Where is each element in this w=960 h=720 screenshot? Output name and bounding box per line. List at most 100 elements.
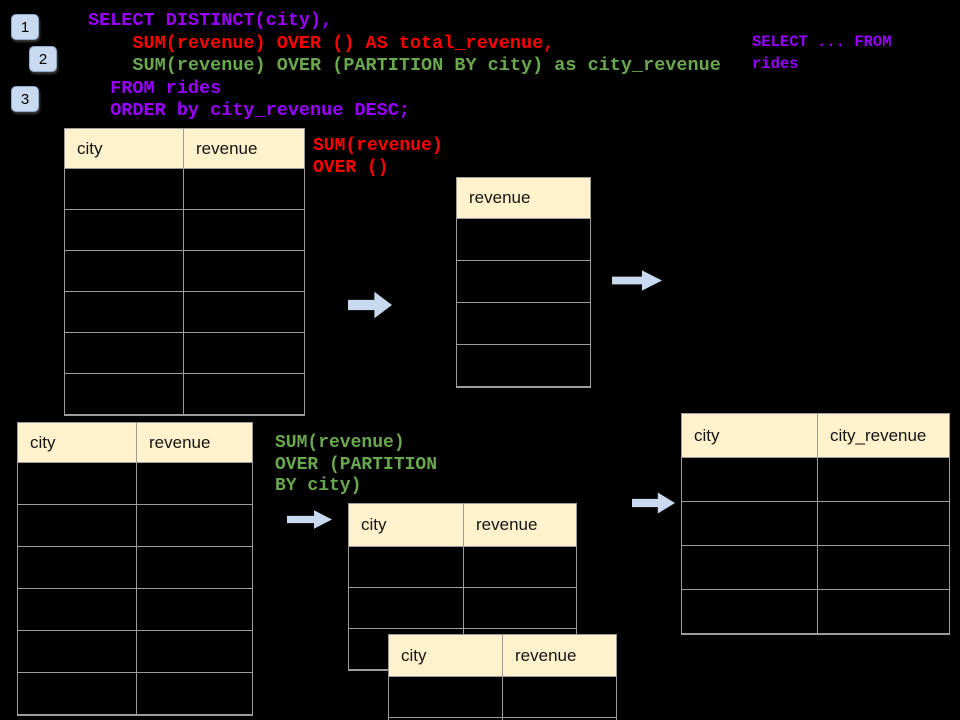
table-row bbox=[349, 547, 576, 588]
step-badge-3: 3 bbox=[11, 86, 39, 112]
table-body bbox=[65, 169, 304, 415]
right-arrow-icon bbox=[632, 492, 675, 514]
table-cell bbox=[818, 458, 949, 502]
table-row bbox=[389, 677, 616, 718]
table-body bbox=[18, 463, 252, 715]
table-header-row: city revenue bbox=[349, 504, 576, 547]
table-cell bbox=[18, 547, 137, 589]
table-cell bbox=[65, 210, 184, 251]
table-row bbox=[457, 219, 590, 261]
table-cell bbox=[137, 463, 252, 505]
column-header-revenue: revenue bbox=[464, 504, 576, 547]
column-header-revenue: revenue bbox=[503, 635, 616, 677]
table-rides-source: city revenue bbox=[64, 128, 305, 416]
table-cell bbox=[184, 333, 304, 374]
right-arrow-icon bbox=[287, 510, 332, 529]
table-cell bbox=[65, 374, 184, 415]
table-cell bbox=[65, 251, 184, 292]
step-badge-label: 1 bbox=[20, 18, 30, 36]
table-cell bbox=[457, 261, 590, 303]
table-cell bbox=[503, 677, 616, 718]
table-cell bbox=[349, 588, 464, 629]
label-line: SUM(revenue) bbox=[275, 433, 405, 453]
table-header-row: city revenue bbox=[18, 423, 252, 463]
table-cell bbox=[137, 547, 252, 589]
table-total-revenue-result: revenue bbox=[456, 177, 591, 388]
sql-line-from: FROM rides bbox=[88, 77, 222, 99]
table-cell bbox=[137, 589, 252, 631]
sql-line-order: ORDER by city_revenue DESC; bbox=[88, 100, 410, 121]
column-header-city-revenue: city_revenue bbox=[818, 414, 949, 458]
column-header-city: city bbox=[389, 635, 503, 677]
table-cell bbox=[457, 219, 590, 261]
table-row bbox=[65, 251, 304, 292]
table-cell bbox=[18, 589, 137, 631]
label-total-revenue-step: SUM(revenue) OVER () bbox=[313, 136, 443, 179]
step-badge-2: 2 bbox=[29, 46, 57, 72]
table-header-row: revenue bbox=[457, 178, 590, 219]
label-partition-step: SUM(revenue) OVER (PARTITION BY city) bbox=[275, 433, 437, 498]
table-body bbox=[682, 458, 949, 634]
table-cell bbox=[682, 590, 818, 634]
table-partition-result-a: city revenue bbox=[348, 503, 577, 671]
table-header-row: city city_revenue bbox=[682, 414, 949, 458]
table-cell bbox=[65, 292, 184, 333]
table-cell bbox=[18, 505, 137, 547]
table-cell bbox=[65, 169, 184, 210]
table-body bbox=[457, 219, 590, 387]
table-city-revenue-result: city city_revenue bbox=[681, 413, 950, 635]
column-header-city: city bbox=[18, 423, 137, 463]
table-cell bbox=[137, 505, 252, 547]
step-badge-1: 1 bbox=[11, 14, 39, 40]
table-row bbox=[18, 463, 252, 505]
table-row bbox=[682, 502, 949, 546]
table-row bbox=[457, 303, 590, 345]
table-cell bbox=[349, 547, 464, 588]
table-cell bbox=[184, 251, 304, 292]
table-row bbox=[18, 589, 252, 631]
table-row bbox=[65, 169, 304, 210]
table-partition-result-b: city revenue bbox=[388, 634, 617, 720]
table-row bbox=[18, 547, 252, 589]
right-arrow-icon bbox=[612, 270, 662, 291]
table-cell bbox=[389, 718, 503, 720]
sql-query: SELECT DISTINCT(city), SUM(revenue) OVER… bbox=[88, 10, 721, 123]
step-badge-label: 2 bbox=[38, 50, 48, 68]
table-row bbox=[457, 261, 590, 303]
table-cell bbox=[818, 546, 949, 590]
table-cell bbox=[818, 590, 949, 634]
table-cell bbox=[457, 345, 590, 387]
column-header-city: city bbox=[65, 129, 184, 169]
table-row bbox=[682, 590, 949, 634]
table-row bbox=[682, 546, 949, 590]
column-header-city: city bbox=[682, 414, 818, 458]
label-line: OVER (PARTITION bbox=[275, 454, 438, 475]
table-row bbox=[65, 374, 304, 415]
table-row bbox=[457, 345, 590, 387]
column-header-revenue: revenue bbox=[457, 178, 590, 219]
table-rides-source-2: city revenue bbox=[17, 422, 253, 716]
table-cell bbox=[65, 333, 184, 374]
sql-line-select: SELECT DISTINCT(city), bbox=[88, 10, 333, 31]
step-badge-label: 3 bbox=[20, 90, 30, 108]
column-header-revenue: revenue bbox=[184, 129, 304, 169]
table-cell bbox=[682, 502, 818, 546]
table-row bbox=[349, 588, 576, 629]
column-header-city: city bbox=[349, 504, 464, 547]
table-row bbox=[18, 505, 252, 547]
label-line: BY city) bbox=[275, 476, 362, 496]
table-cell bbox=[464, 547, 576, 588]
right-arrow-icon bbox=[348, 291, 392, 319]
table-cell bbox=[818, 502, 949, 546]
table-cell bbox=[18, 631, 137, 673]
table-cell bbox=[18, 673, 137, 715]
table-row bbox=[18, 673, 252, 715]
table-row bbox=[682, 458, 949, 502]
table-row bbox=[65, 333, 304, 374]
table-cell bbox=[682, 458, 818, 502]
table-cell bbox=[184, 210, 304, 251]
side-note-line: SELECT ... FROM bbox=[752, 33, 892, 51]
table-row bbox=[389, 718, 616, 720]
table-header-row: city revenue bbox=[389, 635, 616, 677]
table-cell bbox=[503, 718, 616, 720]
